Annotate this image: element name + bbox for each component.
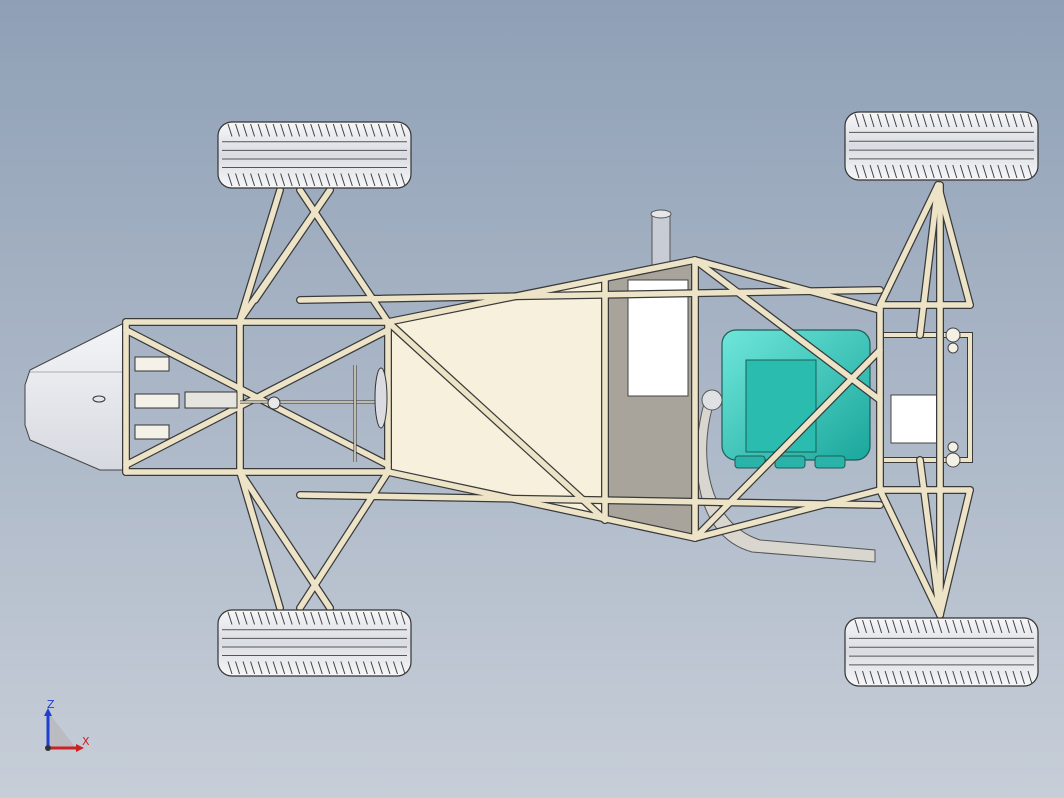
frame-tube [935,182,973,308]
wheels [217,111,1039,687]
front-right-wheel [217,609,412,677]
frame-tube [692,487,883,541]
frame-tube [237,187,283,323]
chassis-frame-tubes [122,181,974,619]
frame-tube [692,257,883,403]
frame-tube [877,182,941,308]
intake-pipe [650,209,672,271]
frame-tube [297,287,883,303]
frame-tube [385,257,698,325]
front-left-wheel [217,121,412,189]
coordinate-triad [44,708,84,752]
rear-left-wheel [844,111,1039,181]
rear-right-wheel [844,617,1039,687]
frame-tube [297,492,883,508]
frame-tube [692,347,883,541]
frame-tube [252,492,333,611]
fuel-tank [701,329,871,469]
frame-tube [917,457,943,618]
cockpit-controls [134,356,388,462]
frame-tube [252,187,333,303]
frame-tube [237,469,283,611]
frame-tube [937,487,973,618]
nose-cone [24,321,127,471]
frame-tube [917,182,941,338]
x-axis-label: X [82,735,90,748]
frame-tube [385,319,608,523]
frame-tube [385,469,698,541]
z-axis-label: Z [47,698,55,711]
frame-tube [877,487,943,618]
frame-tube [123,327,391,468]
frame-tube [692,257,883,313]
